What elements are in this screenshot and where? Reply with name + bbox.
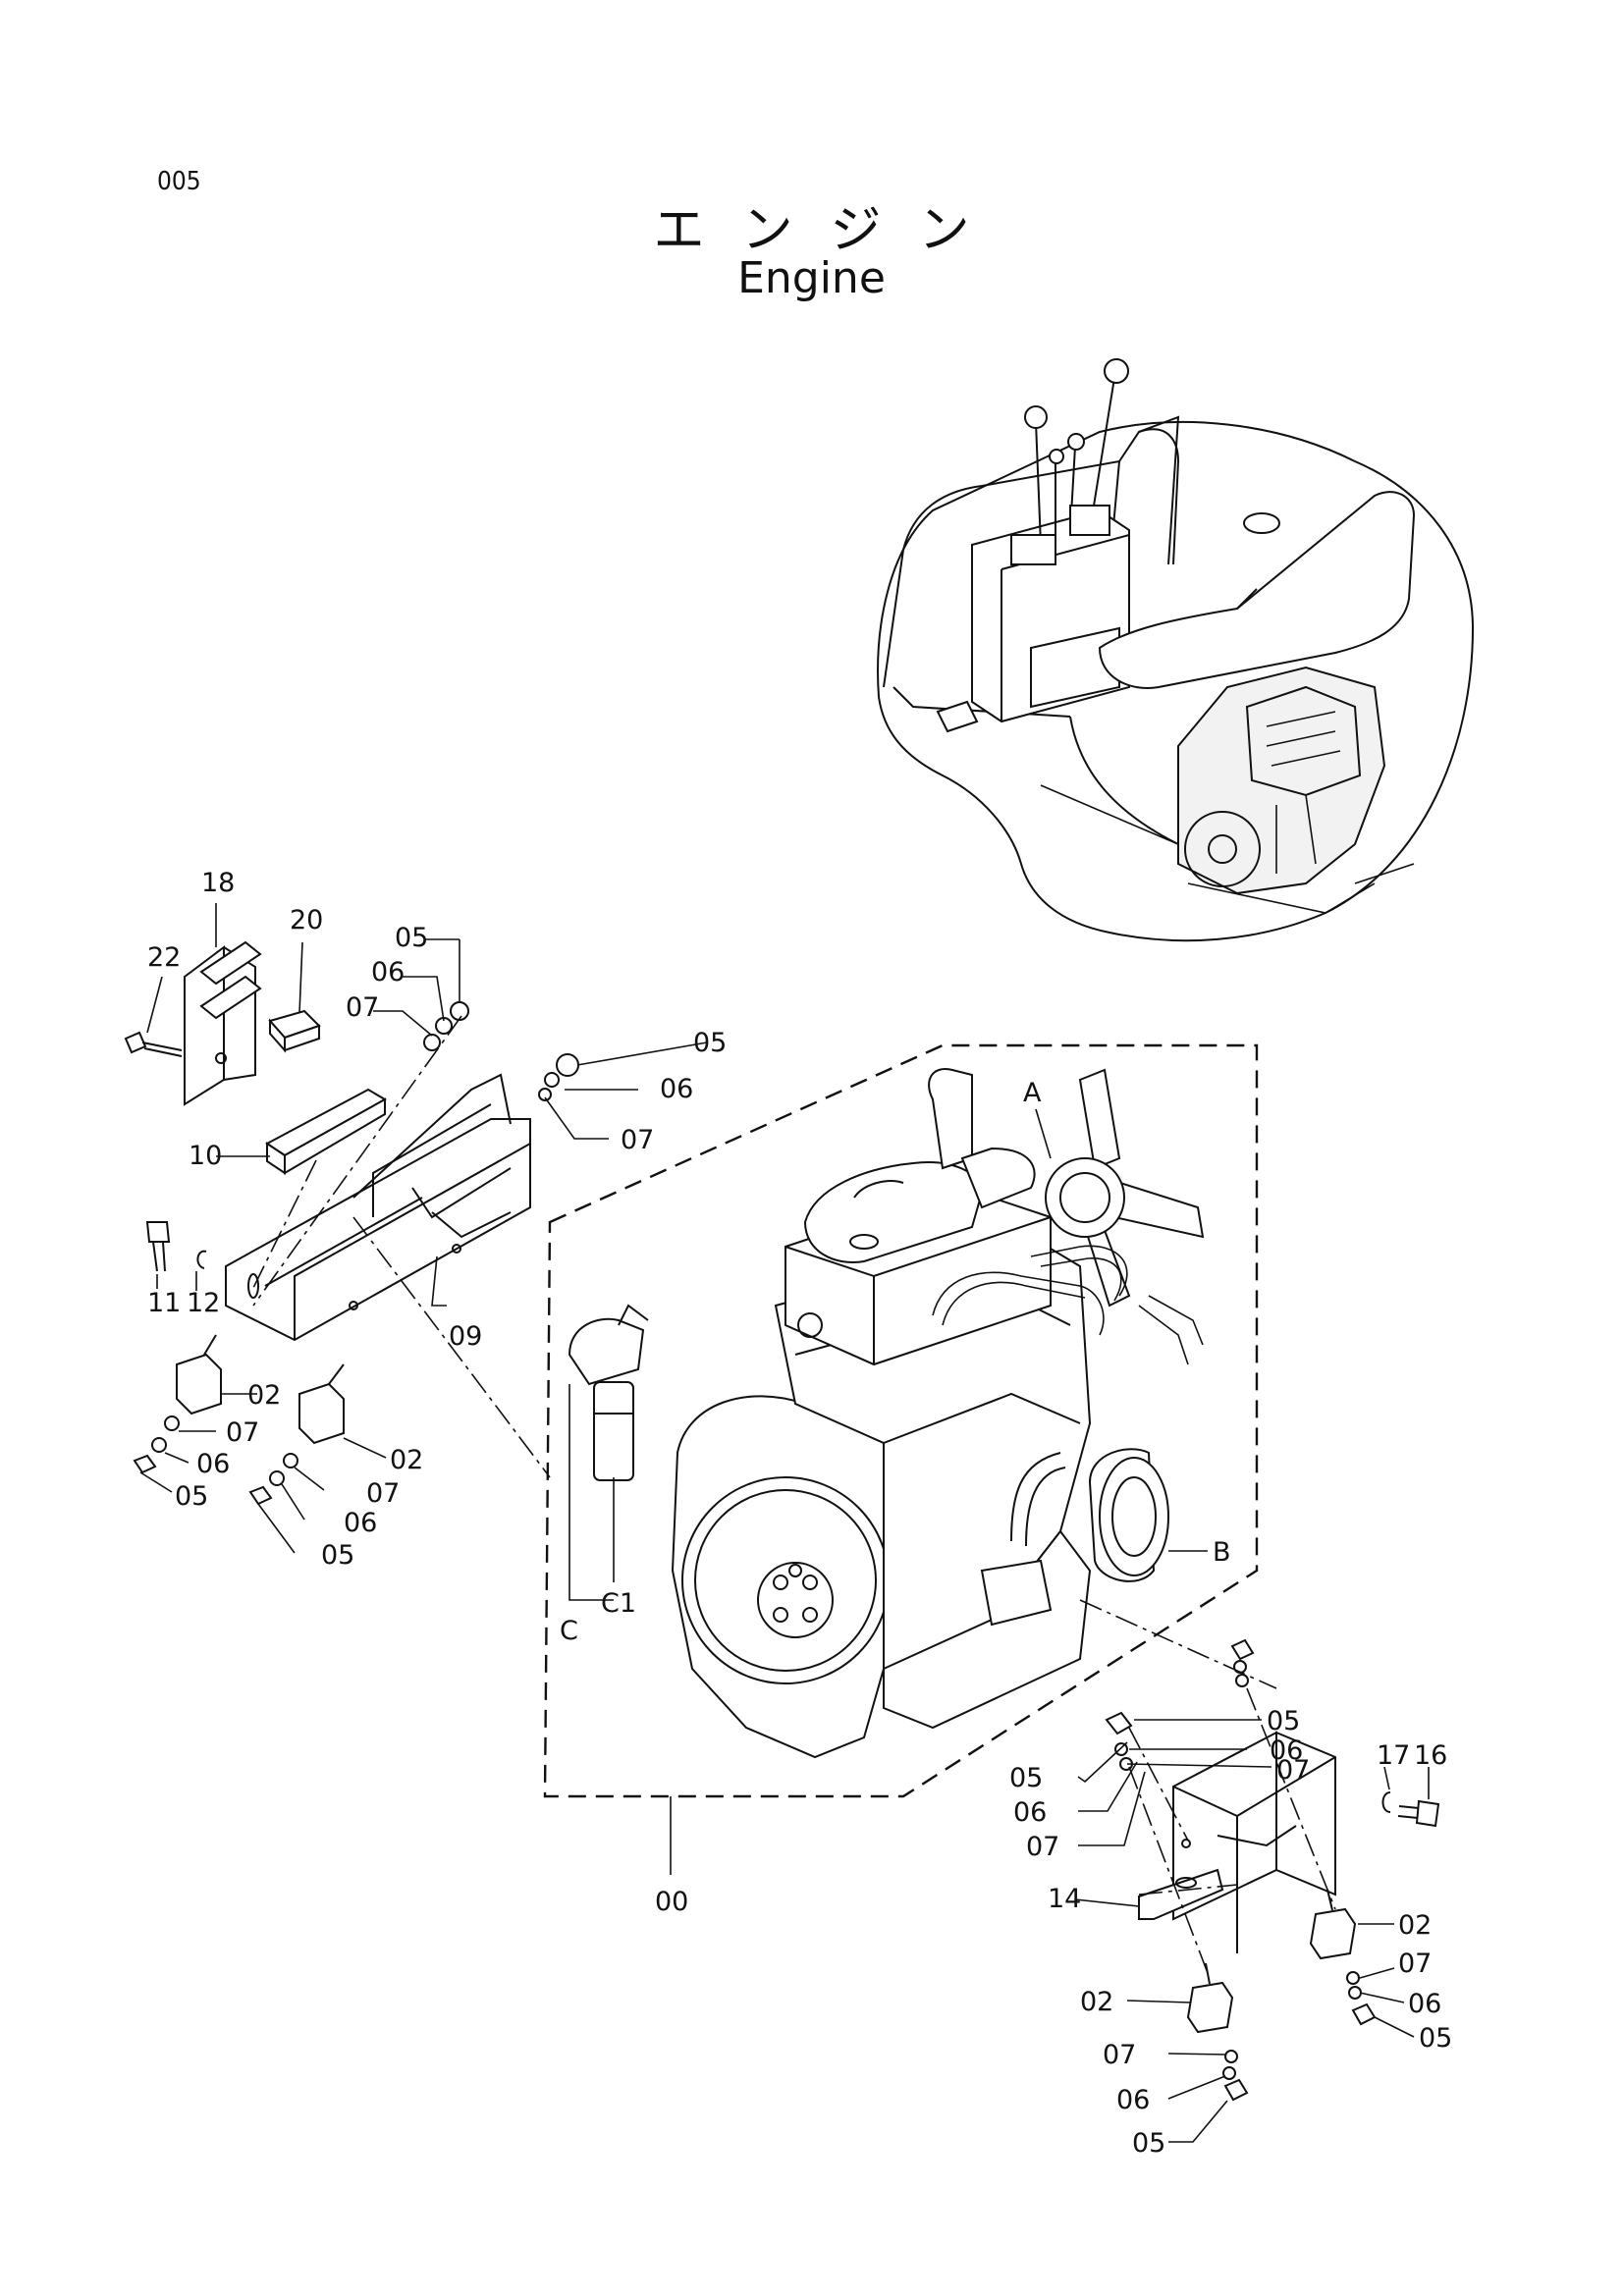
right-bracket-assembly [1105,1638,1440,2102]
callout-16: 16 [1414,1740,1447,1771]
machine-overview-illustration [877,358,1475,942]
callout-05: 05 [175,1481,208,1512]
callout-20: 20 [290,905,323,935]
callout-C: C [560,1616,578,1646]
callout-06: 06 [660,1074,693,1104]
callout-09: 09 [449,1321,482,1352]
callout-11: 11 [147,1288,181,1318]
fuel-filter-graphic [568,1304,649,1481]
engine-assembly-boundary [543,1043,1259,1798]
callout-07: 07 [1026,1832,1059,1862]
callout-06: 06 [196,1449,230,1479]
page-title-japanese: エンジン [653,201,1007,260]
callout-05: 05 [1419,2023,1452,2054]
callout-05: 05 [1132,2128,1165,2159]
callout-07: 07 [226,1417,259,1448]
callout-B: B [1213,1537,1231,1568]
callout-06: 06 [1408,1989,1441,2019]
callout-02: 02 [1080,1987,1113,2017]
page-number: 005 [157,167,201,196]
callout-10: 10 [189,1141,222,1171]
callout-02: 02 [1398,1910,1432,1941]
callout-07: 07 [366,1478,400,1509]
callout-17: 17 [1377,1740,1410,1771]
callout-06: 06 [1270,1735,1303,1766]
callout-C1: C1 [601,1588,636,1619]
left-bracket-assembly [124,940,579,1506]
callout-07: 07 [1276,1755,1310,1786]
assembly-center-lines [252,1015,1336,1974]
callout-07: 07 [1103,2040,1136,2070]
callout-05: 05 [1267,1706,1300,1736]
callout-05: 05 [693,1028,727,1058]
callout-06: 06 [1013,1797,1047,1828]
callout-06: 06 [344,1508,377,1538]
callout-02: 02 [390,1445,423,1475]
callout-07: 07 [1398,1949,1432,1979]
callout-07: 07 [346,992,379,1023]
callout-06: 06 [371,957,405,988]
callout-00: 00 [655,1887,688,1917]
callout-14: 14 [1048,1884,1081,1914]
callout-05: 05 [395,923,428,953]
engine-in-machine-graphic [1177,666,1386,914]
callout-06: 06 [1116,2085,1150,2115]
callout-12: 12 [187,1288,220,1318]
callout-22: 22 [147,942,181,973]
callout-02: 02 [247,1380,281,1411]
callout-05: 05 [1009,1763,1043,1793]
callout-05: 05 [321,1540,354,1571]
callout-A: A [1023,1078,1042,1108]
page-title-english: Engine [737,253,886,303]
callout-18: 18 [201,868,235,898]
callout-leader-lines [139,903,1430,2143]
callout-labels: 18 20 22 05 06 07 05 06 07 10 11 12 09 0… [147,868,1452,2159]
engine-illustration [671,1068,1205,1759]
callout-07: 07 [621,1125,654,1155]
